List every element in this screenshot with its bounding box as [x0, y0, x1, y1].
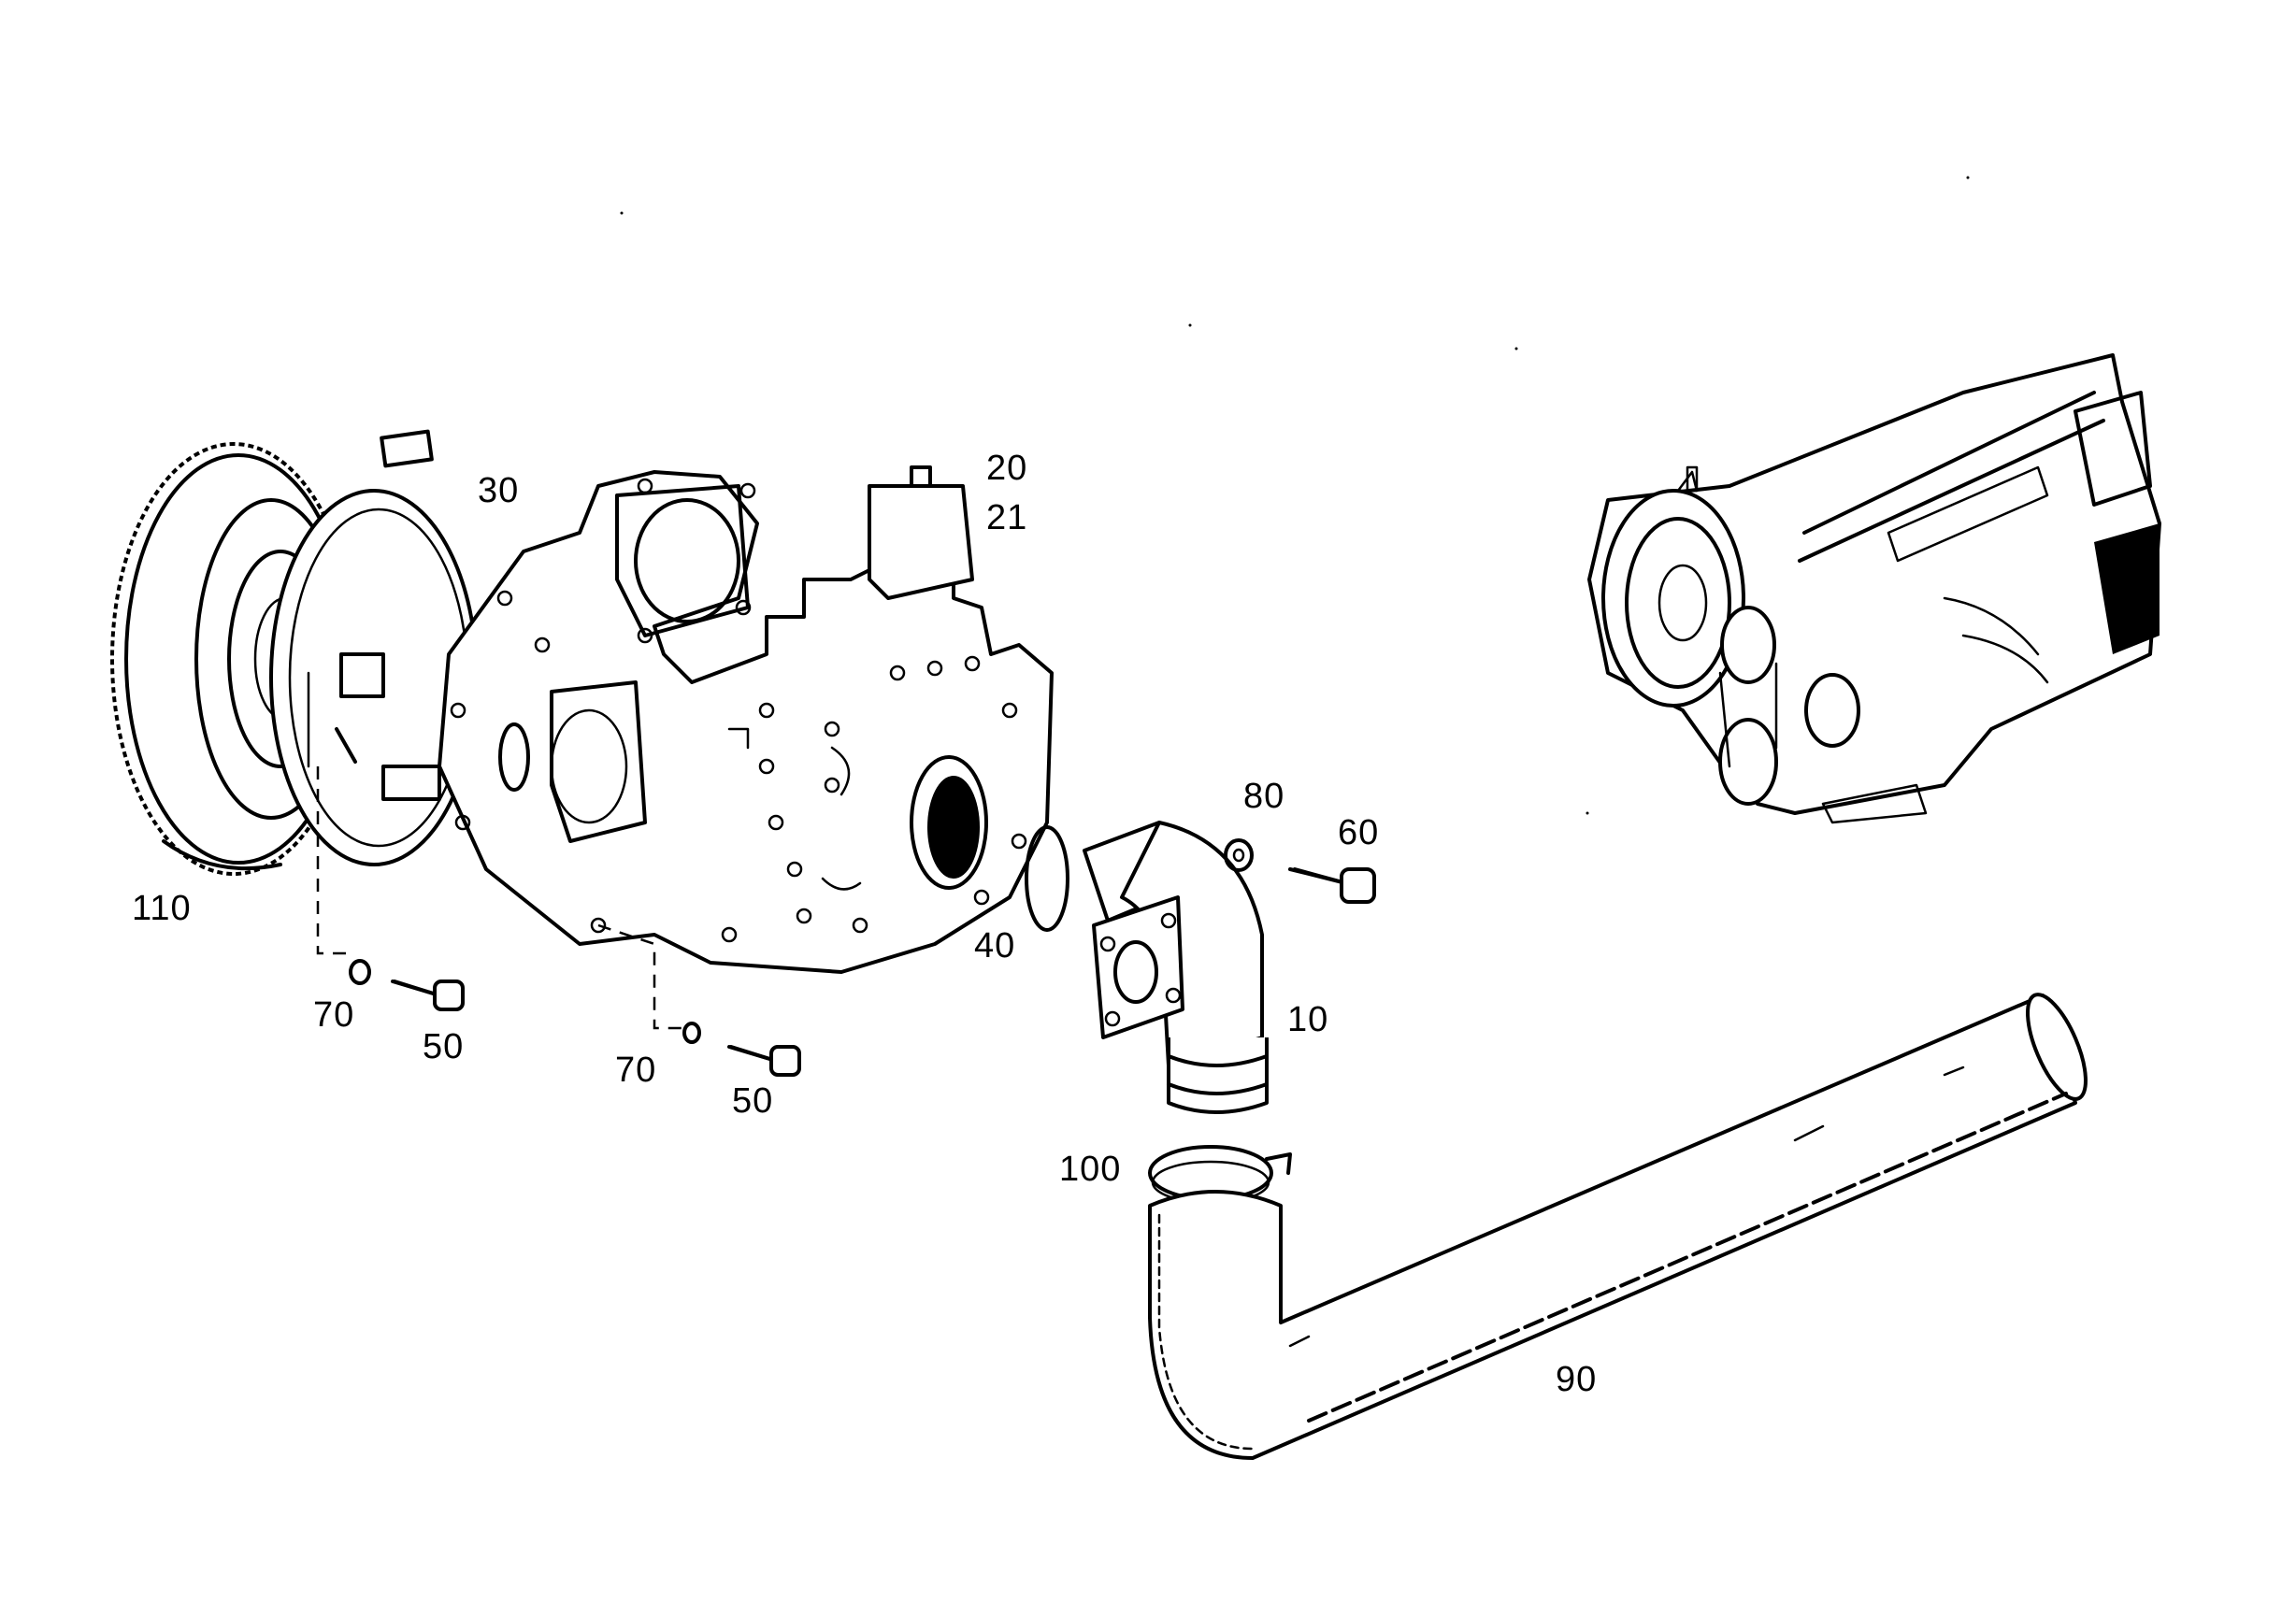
assembly-line-b [597, 923, 687, 1030]
elbow-flange [1083, 821, 1269, 1114]
o-ring-seal [1025, 825, 1069, 932]
callout-70-b: 70 [615, 1051, 657, 1090]
callout-30: 30 [478, 471, 520, 510]
callout-50-b: 50 [732, 1081, 774, 1121]
callout-50-a: 50 [423, 1027, 465, 1066]
exhaust-pipe [1148, 993, 2088, 1460]
callout-10: 10 [1287, 1000, 1329, 1039]
bolt-60 [1288, 867, 1376, 904]
callout-60: 60 [1338, 813, 1380, 852]
callout-110: 110 [132, 889, 192, 928]
callout-20: 20 [986, 449, 1028, 488]
engine-reference-drawing [1587, 353, 2161, 824]
assembly-line-a [316, 766, 355, 955]
callout-80: 80 [1243, 777, 1285, 816]
callout-21: 21 [986, 498, 1028, 537]
callout-70-a: 70 [313, 995, 355, 1035]
callout-40: 40 [974, 926, 1016, 965]
bolt-50-a [391, 980, 465, 1011]
callout-90: 90 [1556, 1360, 1598, 1399]
washer-80 [1224, 838, 1254, 872]
gear-housing [438, 465, 1054, 974]
callout-100: 100 [1059, 1150, 1122, 1189]
washer-70-b [682, 1022, 701, 1044]
bolt-50-b [727, 1045, 801, 1077]
washer-70-a [349, 959, 371, 985]
